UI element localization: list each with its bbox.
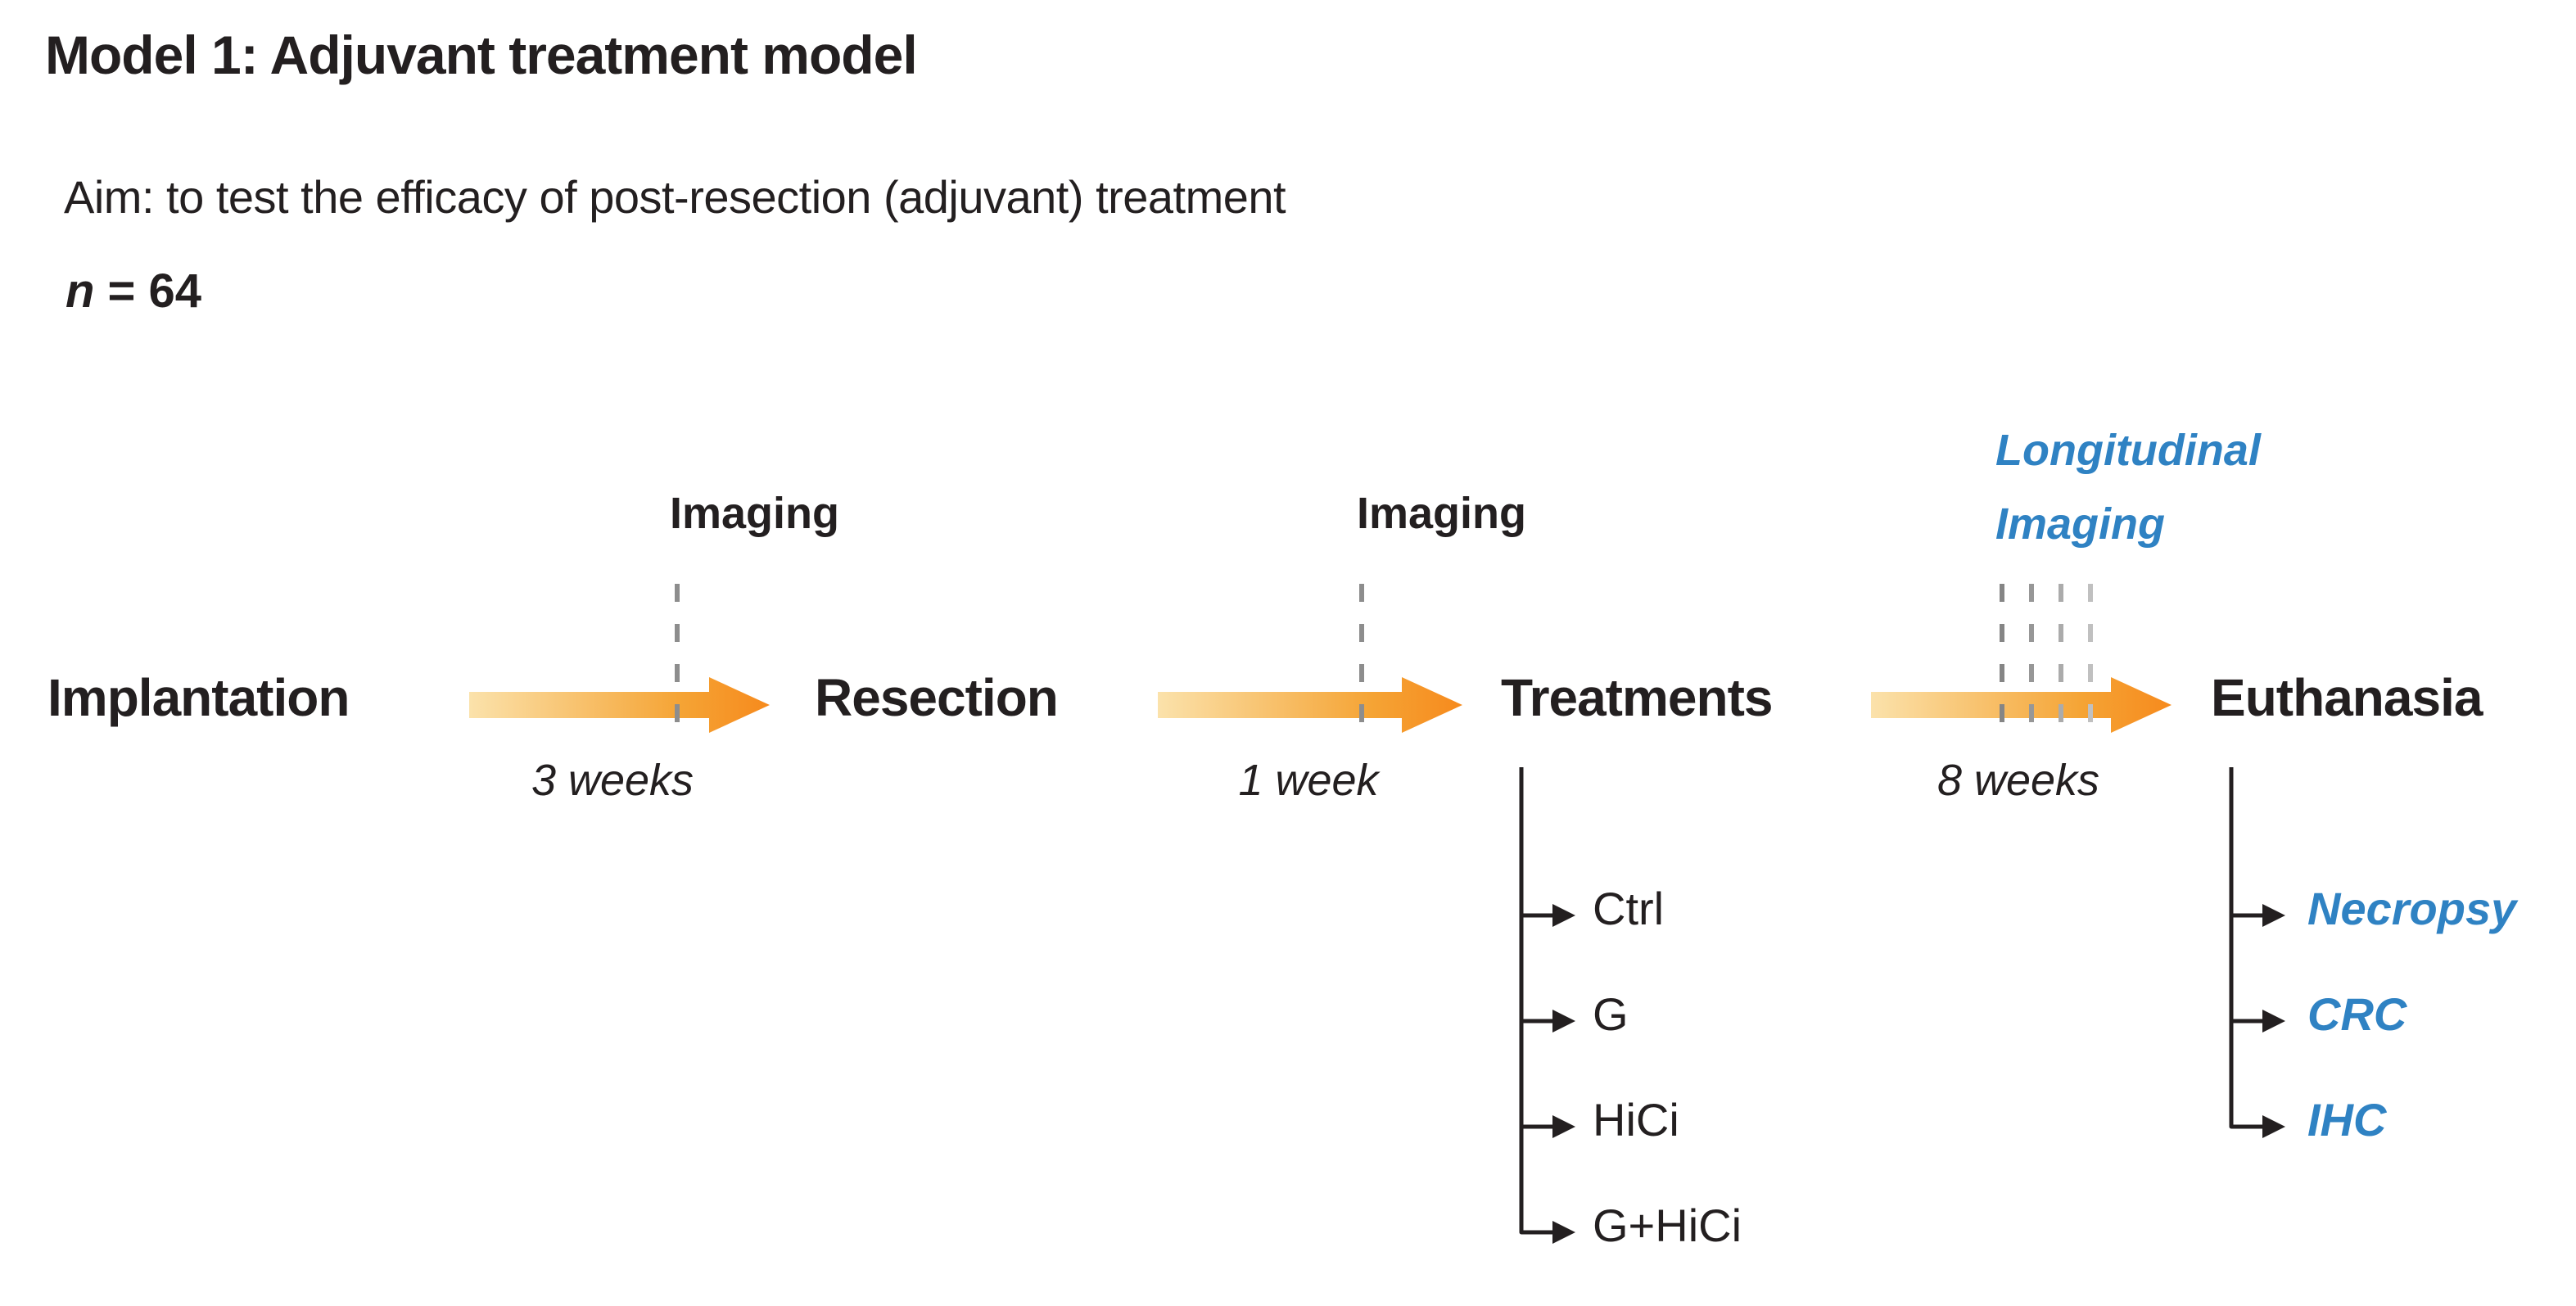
sample-size-value: = 64 bbox=[94, 264, 202, 318]
outcome-ihc: IHC bbox=[2307, 1094, 2387, 1146]
timeline-node-resection: Resection bbox=[815, 668, 1059, 727]
timeline-arrow-implantation-resection bbox=[469, 677, 770, 733]
timeline-node-treatments: Treatments bbox=[1501, 668, 1773, 727]
treatment-arm-g: G bbox=[1593, 988, 1629, 1040]
sample-size-variable: n bbox=[66, 264, 95, 318]
longitudinal-imaging-line1: Longitudinal bbox=[1995, 426, 2261, 475]
treatment-arm-g-plus-hici: G+HiCi bbox=[1593, 1200, 1742, 1251]
timeline-arrow-treatments-euthanasia bbox=[1871, 677, 2172, 733]
treatments-branch-arrowheads bbox=[1552, 904, 1575, 1244]
imaging-label-2: Imaging bbox=[1357, 489, 1527, 538]
longitudinal-imaging-line2: Imaging bbox=[1995, 499, 2166, 549]
longitudinal-imaging-label: Longitudinal Imaging bbox=[1995, 413, 2261, 561]
interval-duration-1-week: 1 week bbox=[1238, 756, 1379, 805]
timeline-node-implantation: Implantation bbox=[47, 668, 350, 727]
sample-size: n = 64 bbox=[66, 264, 201, 319]
timeline-arrow-resection-treatments bbox=[1158, 677, 1462, 733]
outcome-necropsy: Necropsy bbox=[2307, 883, 2517, 934]
treatment-arm-ctrl: Ctrl bbox=[1593, 883, 1665, 934]
aim-statement: Aim: to test the efficacy of post-resect… bbox=[64, 171, 1286, 223]
page-title: Model 1: Adjuvant treatment model bbox=[45, 25, 918, 85]
treatment-arm-hici: HiCi bbox=[1593, 1094, 1679, 1146]
interval-duration-3-weeks: 3 weeks bbox=[531, 756, 694, 805]
outcome-crc: CRC bbox=[2307, 988, 2407, 1040]
timeline-node-euthanasia: Euthanasia bbox=[2211, 668, 2483, 727]
imaging-label-1: Imaging bbox=[670, 489, 840, 538]
interval-duration-8-weeks: 8 weeks bbox=[1937, 756, 2100, 805]
treatments-branch-tree bbox=[1519, 767, 1575, 1244]
euthanasia-outcome-tree bbox=[2229, 767, 2285, 1138]
euthanasia-outcome-arrowheads bbox=[2262, 904, 2285, 1138]
